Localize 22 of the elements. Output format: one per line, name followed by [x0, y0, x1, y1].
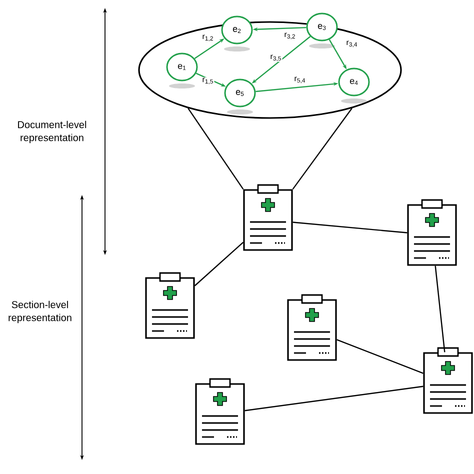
clipboard-icon: [243, 184, 293, 251]
funnel-line: [292, 108, 352, 190]
side-label: Document-level representation: [18, 120, 86, 144]
edge-label: r$_{5,4}$: [294, 76, 306, 84]
ellipse: [138, 21, 402, 119]
funnel-line: [188, 108, 244, 190]
link-line: [292, 222, 408, 234]
edge-label: r$_{3,5}$: [270, 54, 282, 62]
edge-label: r$_{3,4}$: [346, 40, 358, 48]
link-line: [434, 266, 446, 352]
edge-label: r$_{3,2}$: [284, 32, 296, 40]
edge-label: r$_{1,5}$: [202, 77, 214, 85]
clipboard-icon: [423, 347, 473, 414]
side-label: Section-level representation: [8, 300, 72, 324]
edge-label: r$_{1,2}$: [202, 34, 214, 42]
clipboard-icon: [287, 294, 337, 361]
link-line: [336, 339, 424, 374]
clipboard-icon: [145, 272, 195, 339]
clipboard-icon: [407, 199, 457, 266]
link-line: [194, 242, 244, 286]
clipboard-icon: [195, 378, 245, 445]
link-line: [244, 386, 424, 412]
